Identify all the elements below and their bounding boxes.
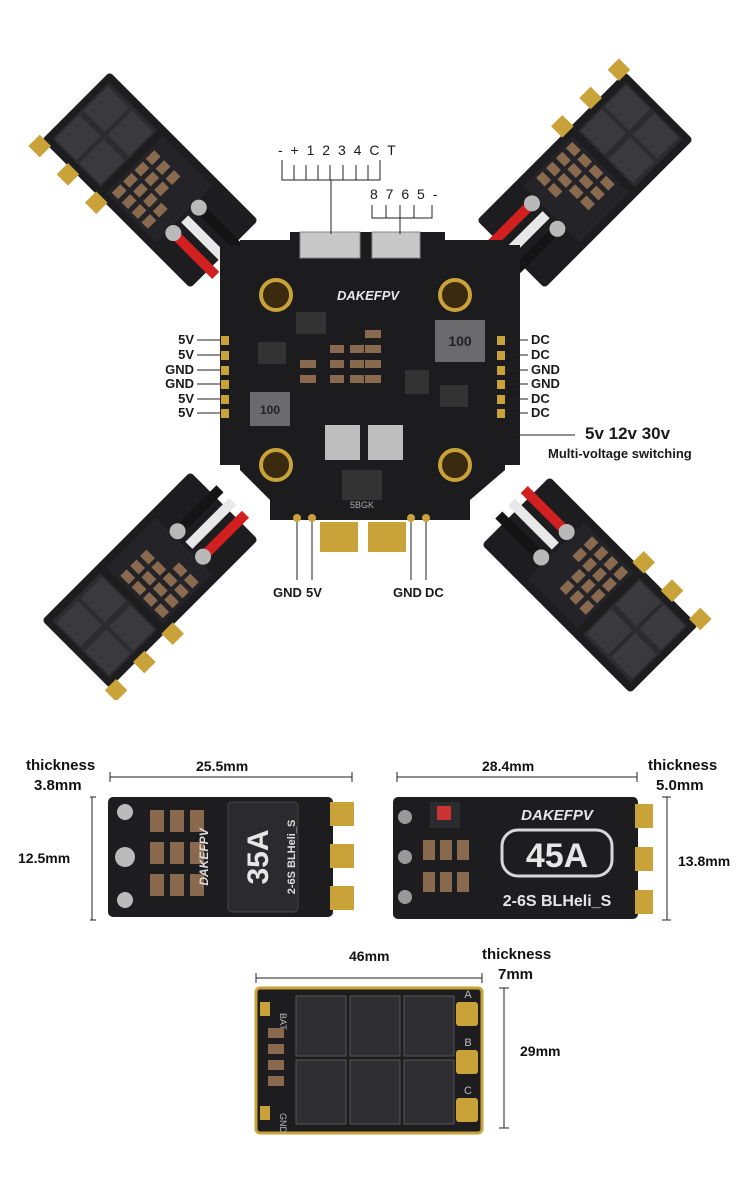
right-pad-label: DC: [531, 391, 550, 406]
escbig-pad-a-graphic: A: [464, 989, 472, 1001]
esc-arm-bottom-right: [475, 460, 712, 697]
esc35-width: 25.5mm: [196, 758, 249, 774]
esc45-width: 28.4mm: [482, 758, 535, 774]
escbig-height: 29mm: [520, 1043, 561, 1059]
right-pad-label: GND: [531, 376, 560, 391]
svg-text:100: 100: [260, 403, 280, 417]
left-pad-label: GND: [165, 362, 194, 377]
esc35-thickness-value: 3.8mm: [34, 777, 82, 794]
fc-board-graphic: 100 100 5BGK DAKEFPV: [28, 58, 712, 700]
voltage-caption: Multi-voltage switching: [548, 446, 692, 461]
escbig-gnd-graphic: GND: [278, 1113, 288, 1134]
voltage-options: 5v 12v 30v: [585, 424, 671, 443]
esc-big-graphic: A B C BAT GND: [254, 973, 509, 1135]
bottom-gnd-label: GND: [273, 585, 302, 600]
bottom-dc-label: DC: [425, 585, 444, 600]
esc-arm-bottom-left: [38, 465, 275, 700]
escbig-bat-graphic: BAT: [278, 1013, 288, 1030]
left-pad-label: 5V: [178, 347, 194, 362]
bottom-5v-label: 5V: [306, 585, 322, 600]
bottom-gnd-label: GND: [393, 585, 422, 600]
esc45-thickness-value: 5.0mm: [656, 777, 704, 794]
svg-text:5BGK: 5BGK: [350, 500, 374, 510]
esc35-brand-graphic: DAKEFPV: [197, 827, 211, 885]
left-pad-label: 5V: [178, 405, 194, 420]
esc-45a-graphic: DAKEFPV 45A 2-6S BLHeli_S: [393, 772, 671, 921]
left-pad-label: GND: [165, 376, 194, 391]
right-pad-label: GND: [531, 362, 560, 377]
escbig-thickness-value: 7mm: [498, 966, 534, 983]
escbig-pad-c-graphic: C: [464, 1085, 472, 1097]
svg-text:DAKEFPV: DAKEFPV: [337, 288, 400, 303]
esc35-thickness-label: thickness: [26, 757, 96, 774]
right-pad-label: DC: [531, 347, 550, 362]
esc45-rating-graphic: 45A: [526, 837, 588, 875]
header-pins-left-label: - + 1 2 3 4 C T: [278, 142, 398, 158]
esc35-rating-graphic: 35A: [242, 829, 275, 884]
esc35-height: 12.5mm: [18, 850, 71, 866]
header-pins-right-label: 8 7 6 5 -: [370, 186, 440, 202]
left-pad-label: 5V: [178, 332, 194, 347]
esc45-brand-graphic: DAKEFPV: [521, 807, 595, 824]
esc45-height: 13.8mm: [678, 853, 731, 869]
left-pad-label: 5V: [178, 391, 194, 406]
right-pad-label: DC: [531, 405, 550, 420]
escbig-thickness-label: thickness: [482, 946, 552, 963]
escbig-width: 46mm: [349, 948, 390, 964]
esc45-thickness-label: thickness: [648, 757, 718, 774]
svg-text:100: 100: [448, 333, 472, 349]
escbig-pad-b-graphic: B: [464, 1037, 471, 1049]
esc35-spec-graphic: 2-6S BLHeli_S: [286, 820, 298, 895]
esc-35a-graphic: DAKEFPV 35A 2-6S BLHeli_S: [90, 772, 354, 921]
right-pad-label: DC: [531, 332, 550, 347]
esc45-spec-graphic: 2-6S BLHeli_S: [503, 893, 612, 910]
